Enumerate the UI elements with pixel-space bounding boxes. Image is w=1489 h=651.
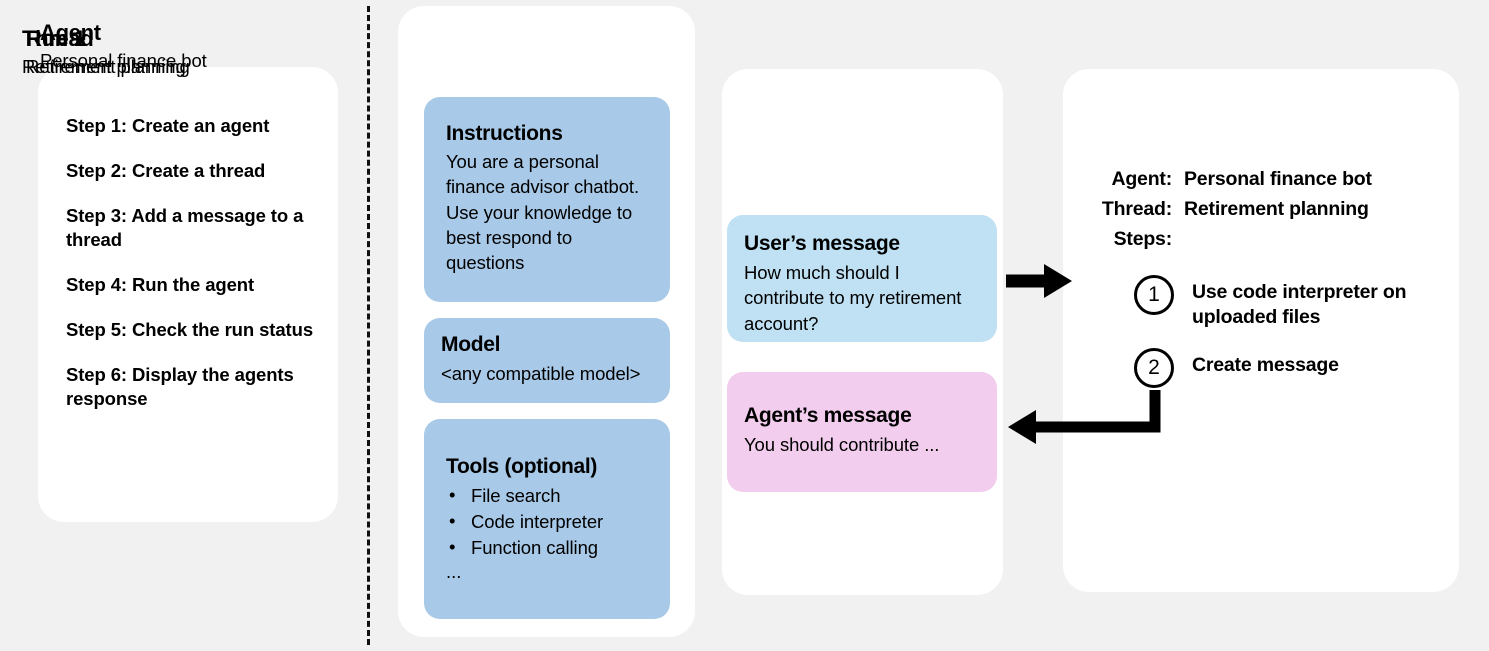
run-card-title: Run 1 <box>26 26 86 51</box>
run-field-thread: Thread: Retirement planning <box>1070 198 1369 221</box>
thread-card-title: Thread <box>22 26 94 51</box>
run-step-1: 1 Use code interpreter on uploaded files <box>1134 275 1432 331</box>
run-step-1-label: Use code interpreter on uploaded files <box>1192 281 1407 329</box>
tools-list-item: • Function calling <box>446 535 603 561</box>
model-heading: Model <box>441 333 501 356</box>
agent-card-title: Agent <box>40 20 101 45</box>
run-field-agent-value: Personal finance bot <box>1184 168 1372 190</box>
steps-list: Step 1: Create an agent Step 2: Create a… <box>66 114 322 432</box>
step-line-5: Step 5: Check the run status <box>66 319 314 341</box>
run-step-2-label: Create message <box>1192 354 1339 376</box>
run-field-thread-label: Thread: <box>1101 198 1172 220</box>
run-field-steps: Steps: <box>1070 228 1184 251</box>
steps-panel: Step 1: Create an agent Step 2: Create a… <box>38 67 338 522</box>
step-line-6: Step 6: Display the agents response <box>66 364 294 410</box>
run-card <box>1063 69 1459 592</box>
thread-card-subtitle: Retirement planning <box>22 56 186 77</box>
model-box: Model <any compatible model> <box>424 318 670 403</box>
bullet-icon: • <box>449 535 456 557</box>
run-step-2: 2 Create message <box>1134 348 1432 388</box>
tools-heading: Tools (optional) <box>446 455 598 478</box>
agent-message-heading: Agent’s message <box>744 404 912 427</box>
instructions-box: Instructions You are a personal finance … <box>424 97 670 302</box>
agent-message-bubble: Agent’s message You should contribute ..… <box>727 372 997 492</box>
user-message-bubble: User’s message How much should I contrib… <box>727 215 997 342</box>
tools-item-label: Code interpreter <box>471 510 604 532</box>
dashed-divider <box>367 6 370 645</box>
tools-box: Tools (optional) • File search • Code inte… <box>424 419 670 619</box>
step-line-4: Step 4: Run the agent <box>66 274 255 296</box>
user-message-body: How much should I contribute to my retir… <box>744 262 962 334</box>
tools-item-label: File search <box>471 485 561 506</box>
step-number-circle-1: 1 <box>1134 275 1174 315</box>
bullet-icon: • <box>449 509 456 531</box>
tools-list-item: • File search <box>446 483 603 509</box>
instructions-heading: Instructions <box>446 122 563 145</box>
bullet-icon: • <box>449 484 456 505</box>
step-line-1: Step 1: Create an agent <box>66 115 270 136</box>
run-field-agent-label: Agent: <box>1111 168 1172 190</box>
run-field-steps-label: Steps: <box>1113 228 1173 250</box>
step-number-circle-2: 2 <box>1134 348 1174 388</box>
run-card-subtitle: Retirement planning <box>26 56 190 77</box>
tools-list-item: • Code interpreter <box>446 509 603 535</box>
run-field-thread-value: Retirement planning <box>1184 198 1369 220</box>
agent-message-body: You should contribute ... <box>744 434 940 455</box>
tools-ellipsis: ... <box>446 561 462 582</box>
model-value: <any compatible model> <box>441 363 641 384</box>
instructions-body: You are a personal finance advisor chatb… <box>446 151 639 274</box>
step-line-2: Step 2: Create a thread <box>66 160 266 182</box>
run-field-agent: Agent: Personal finance bot <box>1070 168 1372 191</box>
tools-list: • File search • Code interpreter • Function… <box>446 483 603 561</box>
step-line-3: Step 3: Add a message to a thread <box>66 205 304 251</box>
agent-card-subtitle: Personal finance bot <box>40 50 207 71</box>
user-message-heading: User’s message <box>744 232 900 255</box>
tools-item-label: Function calling <box>471 536 598 558</box>
